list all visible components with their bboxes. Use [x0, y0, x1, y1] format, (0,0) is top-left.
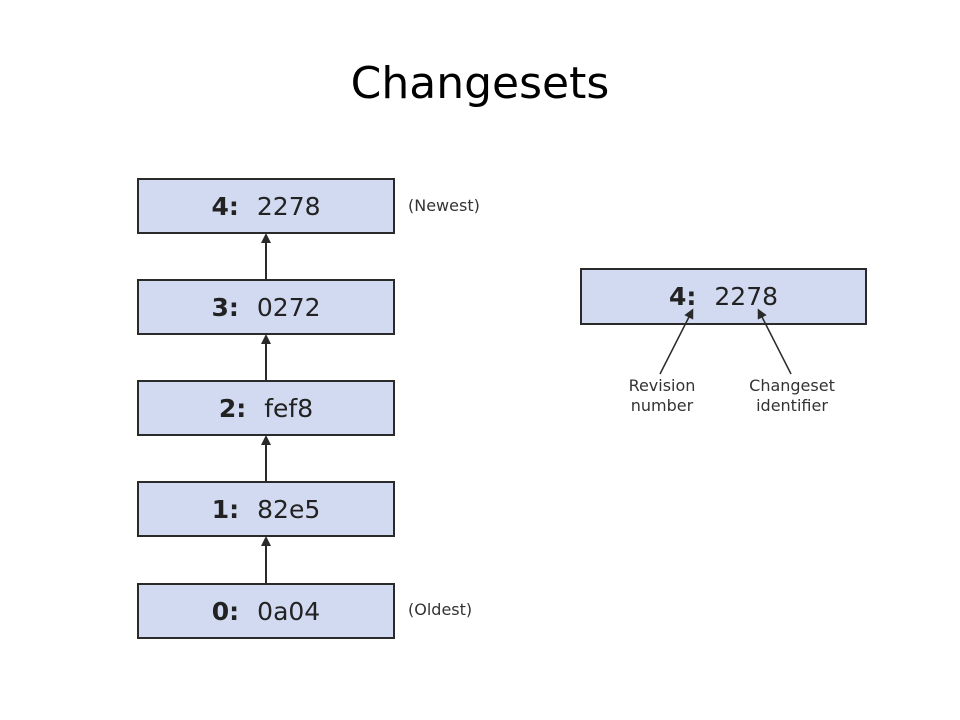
slide-title: Changesets [350, 58, 610, 109]
revision-number: 0: [211, 596, 240, 626]
revision-number: 4: [211, 191, 239, 221]
changeset-id: 0272 [256, 292, 321, 322]
changeset-id: fef8 [264, 393, 314, 423]
revision-number: 3: [211, 292, 239, 322]
changeset-box-0: 0: 0a04 [137, 583, 395, 639]
changeset-identifier-caption: Changeset identifier [737, 376, 847, 416]
changeset-detail-box: 4: 2278 [580, 268, 867, 325]
changeset-id: 2278 [256, 191, 321, 221]
changeset-id: 0a04 [257, 596, 321, 626]
caption-line: Revision [628, 376, 696, 395]
revision-number: 4: [668, 282, 697, 311]
identifier-pointer-arrow [757, 308, 792, 375]
caption-line: Changeset [749, 376, 835, 395]
changeset-box-4: 4: 2278 [137, 178, 395, 234]
revision-number: 1: [211, 494, 240, 524]
changeset-box-1: 1: 82e5 [137, 481, 395, 537]
revision-number: 2: [218, 393, 247, 423]
changeset-id: 82e5 [257, 494, 321, 524]
revision-number-caption: Revision number [612, 376, 712, 416]
changeset-id: 2278 [714, 282, 779, 311]
changeset-box-2: 2: fef8 [137, 380, 395, 436]
caption-line: identifier [756, 396, 828, 415]
changeset-box-3: 3: 0272 [137, 279, 395, 335]
caption-line: number [630, 396, 694, 415]
revision-pointer-arrow [659, 308, 694, 375]
newest-label: (Newest) [408, 196, 480, 215]
oldest-label: (Oldest) [408, 600, 473, 619]
